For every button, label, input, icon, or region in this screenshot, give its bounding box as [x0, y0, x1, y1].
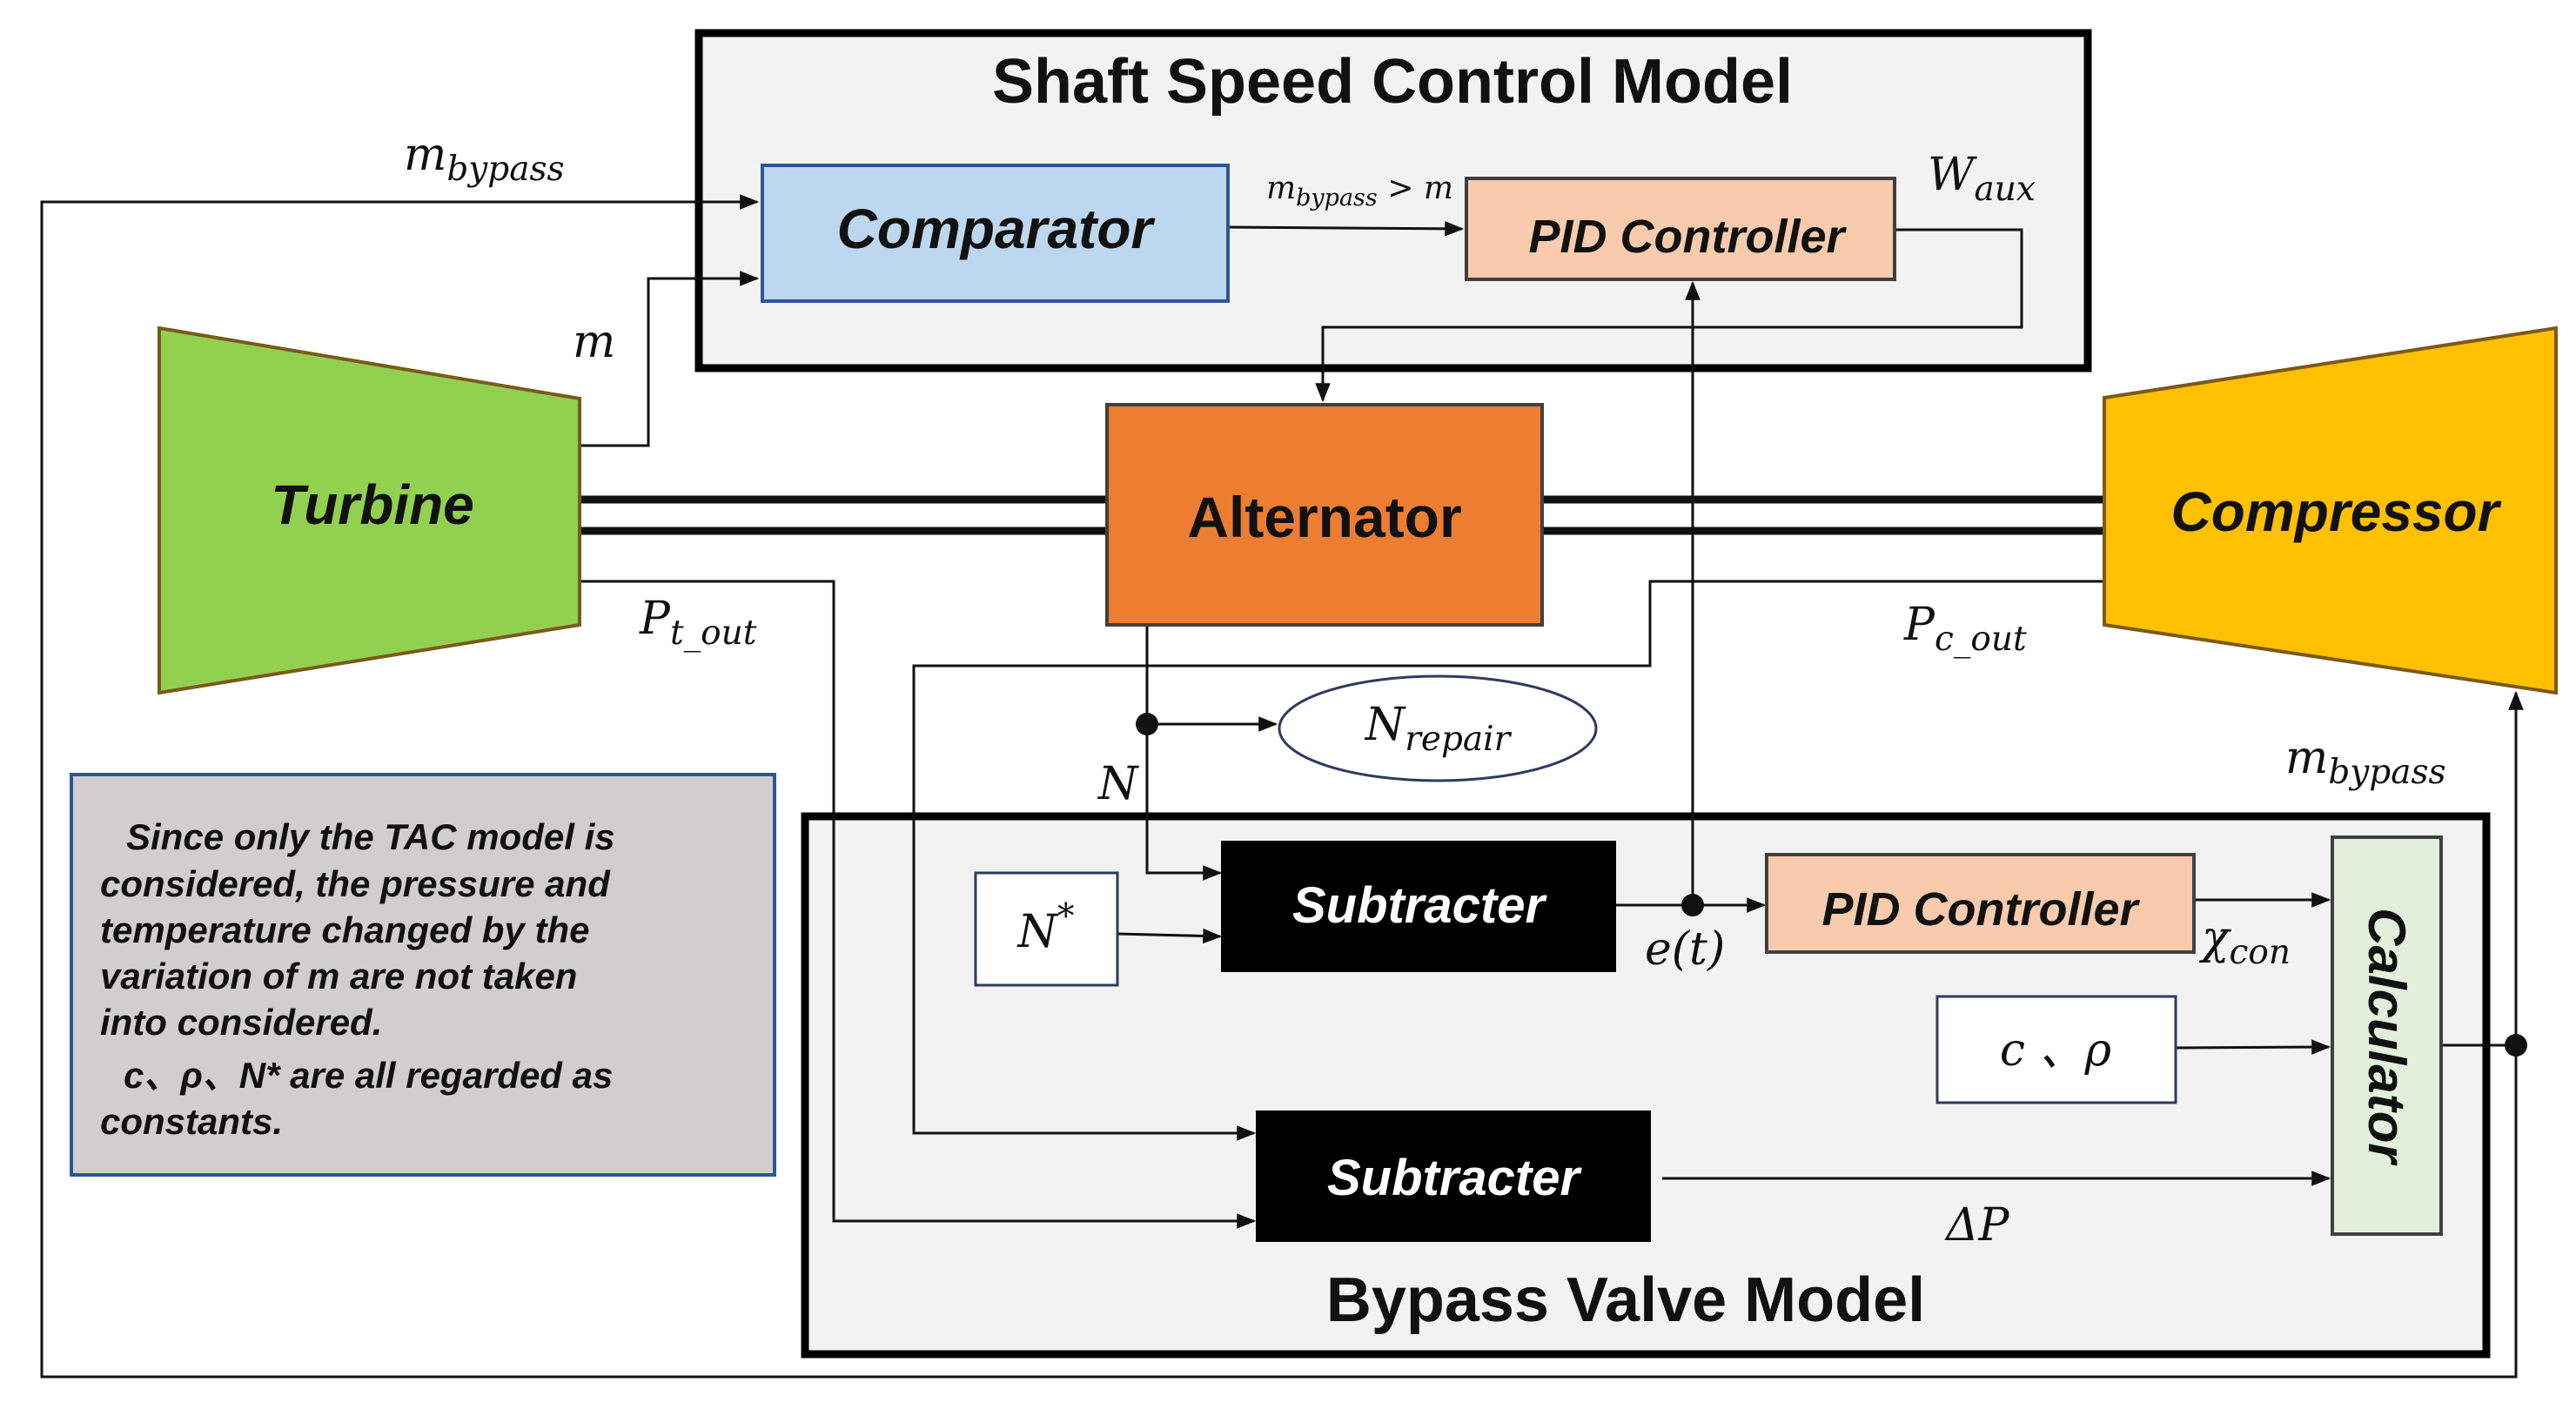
- n-junction-dot: [1136, 713, 1158, 735]
- m-label: m: [573, 316, 615, 368]
- pid-controller-top-label: PID Controller: [1528, 211, 1847, 263]
- p-t-out-wire: [580, 580, 1257, 1229]
- error-junction-dot: [1681, 894, 1704, 916]
- alternator-n-wire: [1145, 627, 1223, 881]
- alternator-label: Alternator: [1187, 485, 1461, 549]
- bypass-valve-model-title: Bypass Valve Model: [1326, 1265, 1925, 1335]
- chi-con-label: χcon: [2198, 912, 2291, 972]
- n-repair-ellipse: [1278, 674, 1598, 782]
- alternator-block: [1105, 403, 1544, 627]
- comparator-block: [761, 164, 1230, 303]
- p-c-out-wire: [912, 580, 2104, 1141]
- pid-to-alternator-wire: [1315, 228, 2023, 403]
- w-aux-label: Waux: [1928, 149, 2036, 209]
- n-label: N: [1097, 758, 1139, 810]
- note-line-2: considered, the pressure and: [100, 863, 611, 904]
- comparator-to-pid-wire: [1227, 221, 1465, 237]
- c-rho-label: c 、ρ: [2000, 1024, 2112, 1077]
- n-repair-label: Nrepair: [1364, 699, 1513, 759]
- c-rho-box: [1935, 995, 2177, 1104]
- bypass-junction-dot: [2505, 1034, 2527, 1057]
- subtracter-top-label: Subtracter: [1292, 877, 1548, 934]
- note-line-7: constants.: [100, 1101, 283, 1142]
- pid-controller-top: [1465, 177, 1896, 281]
- n-star-wire: [1117, 928, 1223, 944]
- m-bypass-right-label: mbypass: [2285, 732, 2446, 792]
- note-line-4: variation of m are not taken: [100, 956, 577, 996]
- n-star-box: [974, 871, 1119, 987]
- note-box: [70, 773, 776, 1177]
- turbine-label: Turbine: [271, 473, 474, 536]
- p-t-out-label: Pt_out: [639, 593, 757, 653]
- pid-controller-bottom: [1765, 853, 2196, 954]
- note-line-6: c、ρ、N* are all regarded as: [124, 1055, 613, 1096]
- turbine-block: [158, 325, 581, 695]
- shaft-speed-model-title: Shaft Speed Control Model: [992, 47, 1793, 117]
- note-line-3: temperature changed by the: [100, 909, 589, 950]
- c-rho-wire: [2175, 1039, 2331, 1055]
- delta-p-label: ΔP: [1944, 1199, 2010, 1251]
- n-star-label: N*: [1016, 897, 1075, 958]
- m-bypass-top-label: mbypass: [404, 129, 565, 189]
- turbine-m-wire: [580, 271, 760, 447]
- calculator-label: Calculator: [2358, 908, 2416, 1166]
- condition-label: mbypass > m: [1266, 171, 1453, 211]
- note-line-5: into considered.: [100, 1002, 382, 1043]
- note-line-1: Since only the TAC model is: [126, 816, 615, 857]
- bypass-feedback-wire: [40, 194, 2518, 1379]
- subtracter-top: [1221, 841, 1616, 972]
- subtracter-bottom: [1256, 1110, 1651, 1242]
- subtracter-bottom-label: Subtracter: [1327, 1150, 1583, 1206]
- compressor-label: Compressor: [2171, 480, 2502, 543]
- p-c-out-label: Pc_out: [1903, 599, 2027, 659]
- compressor-block: [2103, 325, 2558, 695]
- pid-controller-bottom-label: PID Controller: [1821, 883, 2140, 936]
- comparator-label: Comparator: [837, 198, 1156, 260]
- calculator-block: [2331, 835, 2443, 1236]
- e-t-label: e(t): [1645, 923, 1725, 976]
